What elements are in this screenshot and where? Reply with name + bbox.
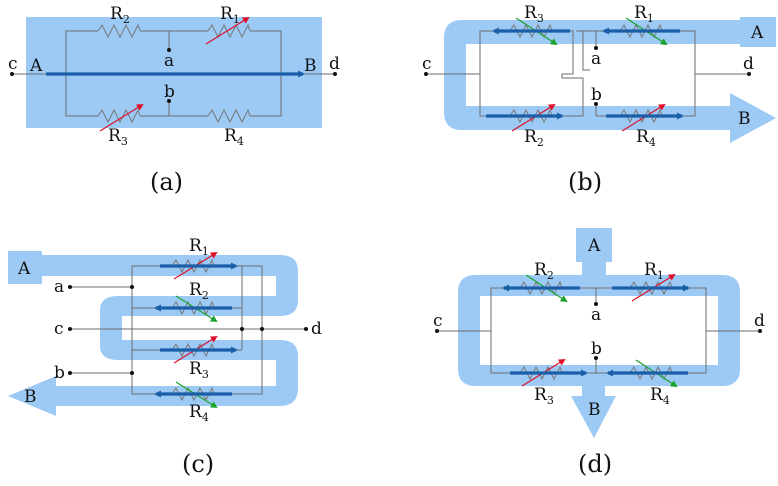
terminal-dot-icon: [594, 356, 598, 360]
panel-c: A B a c b d R1 R2 R3 R4 (c): [8, 236, 322, 478]
panel-caption: (d): [578, 450, 612, 478]
resistor-label-r3: R3: [534, 385, 554, 407]
terminal-dot-icon: [594, 302, 598, 306]
resistor-r3: [171, 342, 215, 358]
arrow-label-B: B: [588, 400, 601, 420]
wire-right: [214, 265, 263, 395]
panel-caption: (b): [568, 168, 602, 196]
terminal-dot-icon: [68, 371, 72, 375]
wire-left: [131, 265, 172, 395]
resistor-label-r2: R2: [534, 260, 554, 282]
node-label-c: c: [422, 54, 432, 74]
wire-right: [672, 287, 707, 374]
node-label-b: b: [591, 85, 602, 105]
resistor-r2: [97, 23, 141, 39]
terminal-dot-icon: [240, 327, 244, 331]
panel-a: c d A B a b R2 R1 R3 R4 (a): [8, 4, 340, 196]
arrow-label-A: A: [17, 259, 31, 279]
resistor-r2: [509, 108, 553, 124]
resistor-r3: [509, 23, 553, 39]
node-label-B: B: [304, 56, 317, 76]
terminal-dot-icon: [167, 99, 171, 103]
node-label-a: a: [54, 277, 64, 297]
resistor-r2: [171, 300, 215, 316]
resistor-r4: [629, 365, 673, 381]
terminal-dot-icon: [594, 102, 598, 106]
resistor-label-r3: R3: [108, 126, 128, 148]
node-label-a: a: [591, 49, 601, 69]
resistor-label-r2: R2: [524, 127, 544, 149]
node-label-A: A: [29, 56, 43, 76]
resistor-r1: [207, 23, 251, 39]
resistor-r4: [171, 386, 215, 402]
variable-resistor-arrow-icon: [621, 103, 666, 132]
resistor-r2: [519, 280, 563, 296]
panel-b: c d a b A B R3 R1 R2 R4 (b): [422, 3, 776, 196]
terminal-dot-icon: [424, 72, 428, 76]
panel-caption: (a): [150, 168, 183, 196]
variable-resistor-arrow-icon: [511, 103, 556, 132]
node-label-c: c: [54, 319, 64, 339]
resistor-label-r1: R1: [189, 236, 209, 258]
terminal-dot-icon: [304, 327, 308, 331]
node-label-d: d: [743, 54, 754, 74]
terminal-dot-icon: [435, 329, 439, 333]
resistor-label-r4: R4: [650, 385, 670, 407]
node-label-d: d: [311, 319, 322, 339]
node-label-b: b: [164, 82, 175, 102]
resistor-label-r3: R3: [524, 3, 544, 25]
node-label-c: c: [8, 54, 18, 74]
resistor-label-r1: R1: [634, 3, 654, 25]
resistor-r1: [171, 258, 215, 274]
resistor-r4: [619, 108, 663, 124]
wire-crossover: [552, 30, 584, 117]
arrow-label-B: B: [738, 109, 751, 129]
terminal-dot-icon: [68, 327, 72, 331]
resistor-r1: [629, 280, 673, 296]
resistor-r1: [619, 23, 663, 39]
terminal-dot-icon: [594, 46, 598, 50]
node-label-b: b: [591, 339, 602, 359]
terminal-dot-icon: [10, 72, 14, 76]
terminal-dot-icon: [758, 329, 762, 333]
resistor-label-r3: R3: [189, 359, 209, 381]
terminal-dot-icon: [333, 72, 337, 76]
terminal-dot-icon: [260, 327, 264, 331]
terminal-dot-icon: [130, 371, 134, 375]
resistor-label-r4: R4: [636, 127, 656, 149]
arrow-label-B: B: [24, 387, 37, 407]
node-label-d: d: [754, 311, 765, 331]
resistor-label-r2: R2: [110, 4, 130, 26]
node-label-c: c: [433, 311, 443, 331]
current-band: [444, 17, 776, 143]
resistor-label-r4: R4: [189, 402, 209, 424]
resistor-r4: [207, 108, 251, 124]
resistor-label-r2: R2: [189, 280, 209, 302]
terminal-dot-icon: [130, 285, 134, 289]
panel-caption: (c): [182, 450, 214, 478]
node-label-b: b: [54, 363, 65, 383]
current-band: [8, 251, 298, 416]
resistor-label-r1: R1: [644, 260, 664, 282]
terminal-dot-icon: [747, 72, 751, 76]
node-label-a: a: [164, 51, 174, 71]
resistor-r3: [97, 108, 141, 124]
arrow-label-A: A: [750, 23, 764, 43]
resistor-label-r1: R1: [220, 4, 240, 26]
terminal-dot-icon: [68, 285, 72, 289]
resistor-label-r4: R4: [224, 126, 244, 148]
variable-resistor-arrow-icon: [205, 16, 250, 45]
node-label-d: d: [329, 54, 340, 74]
variable-resistor-arrow-icon: [99, 103, 144, 132]
node-label-a: a: [591, 305, 601, 325]
panel-d: c d a b A B R2 R1 R3 R4 (d): [433, 228, 765, 478]
wire-left: [490, 287, 520, 374]
arrow-label-A: A: [587, 236, 601, 256]
terminal-dot-icon: [167, 48, 171, 52]
resistor-r3: [519, 365, 563, 381]
